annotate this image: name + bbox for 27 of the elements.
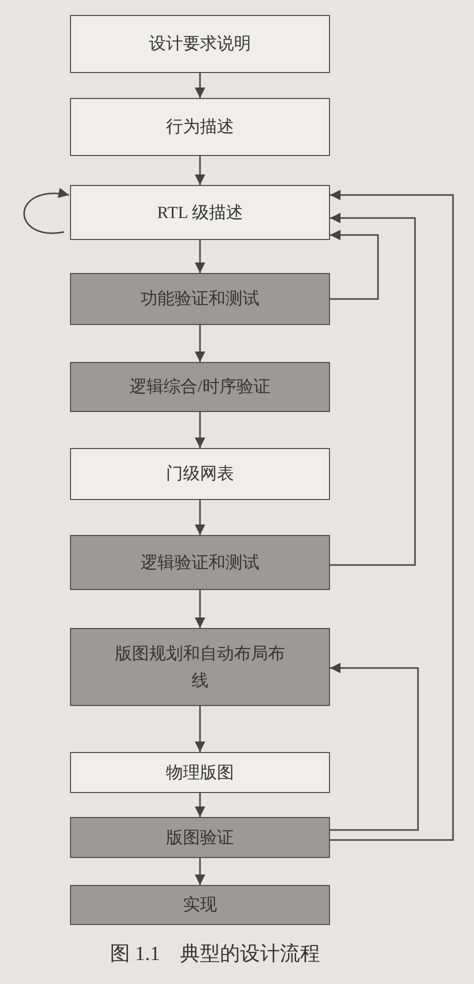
arrow bbox=[194, 500, 206, 535]
arrow bbox=[194, 156, 206, 185]
arrow bbox=[194, 590, 206, 628]
process-box: 逻辑验证和测试 bbox=[70, 535, 330, 590]
feedback-arrow bbox=[330, 212, 416, 566]
arrow bbox=[194, 325, 206, 362]
process-box: 版图验证 bbox=[70, 817, 330, 858]
process-box: 版图规划和自动布局布线 bbox=[70, 628, 330, 706]
process-box: 功能验证和测试 bbox=[70, 273, 330, 325]
feedback-arrow bbox=[330, 230, 379, 300]
arrow bbox=[194, 240, 206, 273]
process-box: 逻辑综合/时序验证 bbox=[70, 362, 330, 412]
step-box: RTL 级描述 bbox=[70, 185, 330, 240]
feedback-arrow bbox=[330, 190, 454, 841]
process-box: 实现 bbox=[70, 885, 330, 925]
arrow bbox=[194, 73, 206, 98]
arrow bbox=[194, 706, 206, 752]
arrow bbox=[194, 858, 206, 885]
arrow bbox=[194, 412, 206, 448]
figure-caption: 图 1.1 典型的设计流程 bbox=[109, 942, 321, 967]
loop-arrow bbox=[23, 188, 70, 234]
feedback-arrow bbox=[330, 662, 419, 831]
step-box: 行为描述 bbox=[70, 98, 330, 156]
step-box: 物理版图 bbox=[70, 752, 330, 793]
arrow bbox=[194, 793, 206, 817]
step-box: 门级网表 bbox=[70, 448, 330, 500]
step-box: 设计要求说明 bbox=[70, 15, 330, 73]
